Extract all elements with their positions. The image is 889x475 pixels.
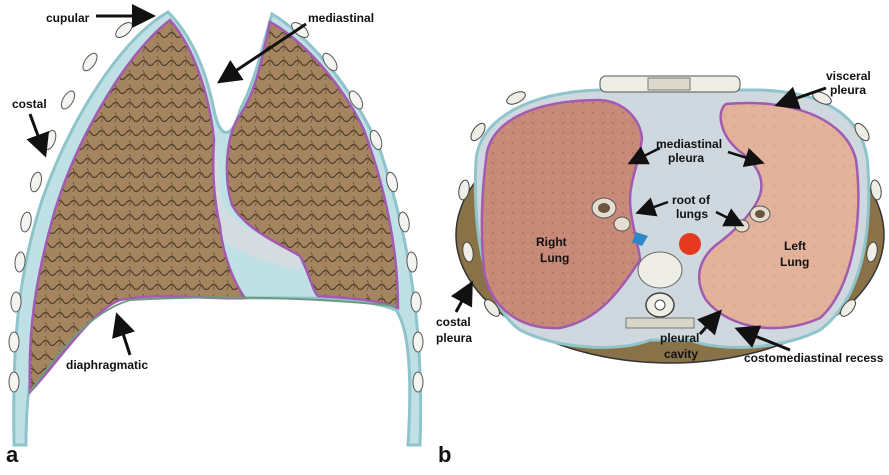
label-cupular: cupular [46, 11, 150, 25]
label-right-lung-2: Lung [540, 251, 569, 265]
label-visceral-1: visceral [826, 69, 871, 83]
panel-a-letter: a [6, 442, 19, 467]
panel-a: cupular mediastinal costal diaphragmatic… [6, 11, 423, 467]
label-costal-b-2: pleura [436, 331, 472, 345]
label-mediastinal-b-2: pleura [668, 151, 704, 165]
sternum-band [600, 76, 740, 92]
label-costal-a: costal [12, 97, 47, 152]
label-root-2: lungs [676, 207, 708, 221]
panel-b-letter: b [438, 442, 451, 467]
label-left-lung-1: Left [784, 239, 806, 253]
label-root-1: root of [672, 193, 711, 207]
label-costomediastinal: costomediastinal recess [744, 351, 884, 365]
label-diaphragmatic-text: diaphragmatic [66, 358, 148, 372]
right-lung-a [30, 20, 245, 392]
label-mediastinal-b-1: mediastinal [656, 137, 722, 151]
label-pleural-cavity-2: cavity [664, 347, 698, 361]
panel-b: Right Lung Left Lung mediastinal pleura … [436, 69, 884, 467]
label-right-lung-1: Right [536, 235, 567, 249]
label-mediastinal-a-text: mediastinal [308, 11, 374, 25]
label-visceral-2: pleura [830, 83, 866, 97]
label-left-lung-2: Lung [780, 255, 809, 269]
label-costal-a-text: costal [12, 97, 47, 111]
label-cupular-text: cupular [46, 11, 90, 25]
label-costal-b-1: costal [436, 315, 471, 329]
aorta [679, 233, 701, 255]
label-pleural-cavity-1: pleural [660, 331, 699, 345]
